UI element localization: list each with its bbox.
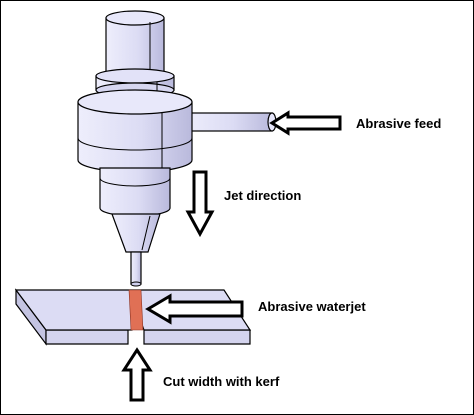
abrasive-waterjet-label: Abrasive waterjet bbox=[258, 299, 366, 314]
cut-width-arrow bbox=[121, 347, 153, 402]
abrasive-waterjet-arrow bbox=[145, 293, 244, 325]
abrasive-jet-stream bbox=[128, 289, 144, 331]
jet-direction-arrow bbox=[185, 170, 215, 238]
mixing-chamber-body bbox=[77, 89, 193, 173]
abrasive-feed-label: Abrasive feed bbox=[356, 116, 442, 131]
abrasive-feed-arrow bbox=[269, 110, 342, 136]
jet-direction-label: Jet direction bbox=[224, 188, 302, 203]
abrasive-feed-tube bbox=[184, 112, 277, 132]
focusing-tube bbox=[99, 167, 171, 287]
cut-width-label: Cut width with kerf bbox=[163, 374, 280, 389]
top-cylinder bbox=[105, 10, 165, 79]
